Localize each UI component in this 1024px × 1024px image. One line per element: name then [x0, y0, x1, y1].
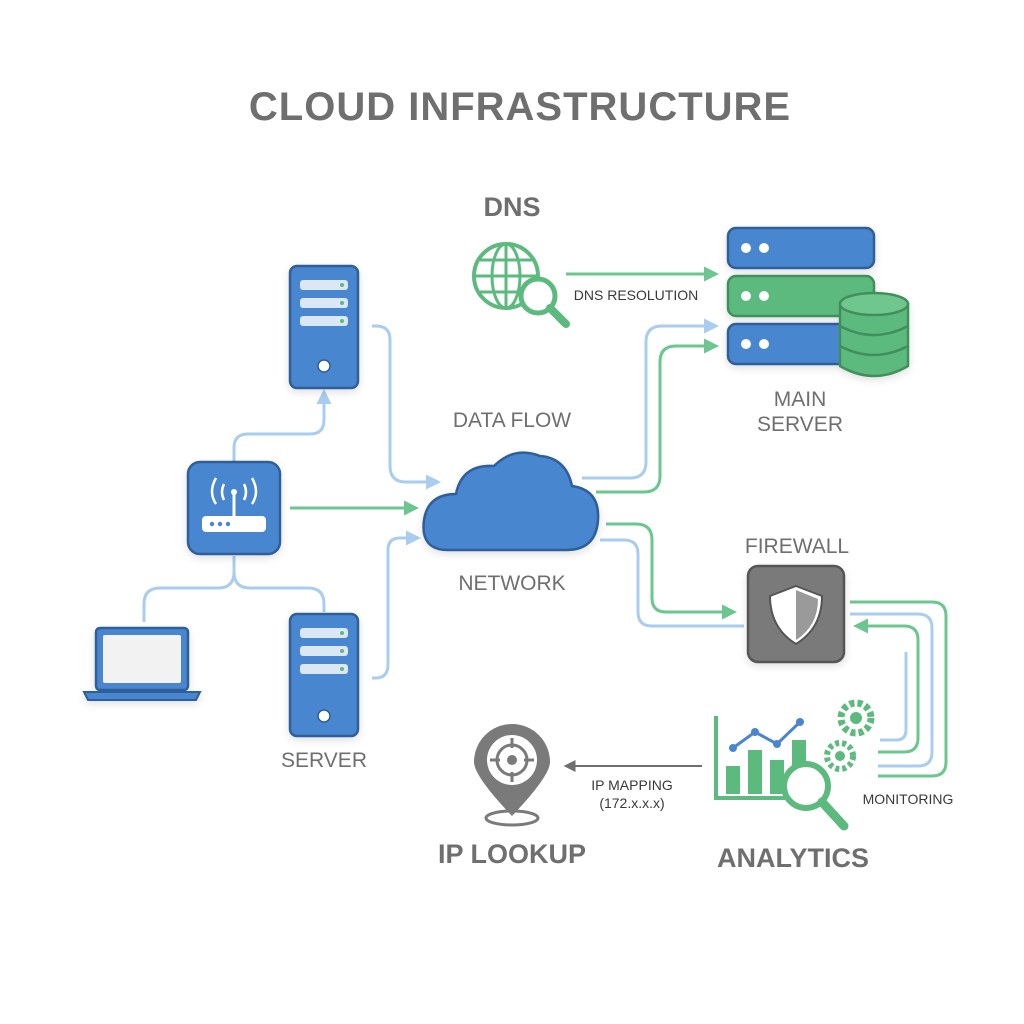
server-tower-icon — [288, 612, 360, 738]
analytics-label: ANALYTICS — [717, 843, 869, 873]
main-server-label-line1: MAIN — [774, 388, 827, 411]
dns-node[interactable]: DNS — [472, 192, 570, 328]
server-label: SERVER — [281, 749, 367, 772]
edge-cloud-to-firewall-1 — [606, 522, 737, 620]
edge-bottom-server-to-cloud — [372, 530, 421, 680]
diagram-title: CLOUD INFRASTRUCTURE — [249, 85, 791, 129]
firewall-label: FIREWALL — [745, 535, 849, 558]
cloud-icon — [422, 451, 600, 552]
main-server-node[interactable]: MAIN SERVER — [726, 226, 910, 436]
edge-cloud-to-main-server-1 — [582, 318, 719, 480]
edge-top-server-to-cloud — [372, 324, 441, 490]
ip-lookup-label: IP LOOKUP — [438, 839, 586, 869]
dns-resolution-label: DNS RESOLUTION — [574, 287, 698, 303]
server-rack-database-icon — [726, 226, 910, 378]
edge-monitoring-return — [880, 652, 908, 742]
edge-router-to-top-server — [232, 389, 332, 462]
globe-search-icon — [472, 242, 570, 328]
monitoring-label: MONITORING — [863, 791, 954, 807]
wifi-router-icon — [186, 460, 282, 556]
edge-firewall-to-analytics-2 — [850, 612, 934, 768]
edge-analytics-to-firewall — [853, 618, 920, 754]
chart-magnifier-gears-icon — [714, 699, 875, 831]
server-tower-icon — [288, 264, 360, 390]
data-flow-label: DATA FLOW — [453, 409, 571, 432]
analytics-node[interactable]: ANALYTICS — [714, 699, 875, 873]
edge-router-to-bottom-server — [232, 571, 326, 612]
server-bottom-node[interactable]: SERVER — [281, 612, 367, 772]
ip-lookup-node[interactable]: IP LOOKUP — [438, 724, 586, 869]
edge-firewall-to-analytics-1 — [850, 600, 948, 778]
cloud-node[interactable]: DATA FLOW NETWORK — [422, 409, 600, 595]
main-server-label-line2: SERVER — [757, 413, 843, 436]
ip-mapping-label-line2: (172.x.x.x) — [599, 795, 664, 811]
shield-icon — [746, 564, 846, 664]
dns-label: DNS — [483, 192, 540, 222]
laptop-icon — [82, 626, 202, 701]
ip-mapping-label-line1: IP MAPPING — [591, 777, 672, 793]
edge-cloud-to-firewall-2 — [600, 538, 744, 628]
connectors — [142, 266, 948, 778]
firewall-node[interactable]: FIREWALL — [745, 535, 849, 664]
network-label: NETWORK — [458, 572, 565, 595]
router-node[interactable] — [186, 460, 282, 556]
map-pin-target-icon — [474, 724, 550, 827]
edge-router-to-laptop — [142, 556, 236, 622]
laptop-node[interactable] — [82, 626, 202, 701]
server-top-node[interactable] — [288, 264, 360, 390]
edge-cloud-to-main-server-2 — [596, 338, 719, 494]
